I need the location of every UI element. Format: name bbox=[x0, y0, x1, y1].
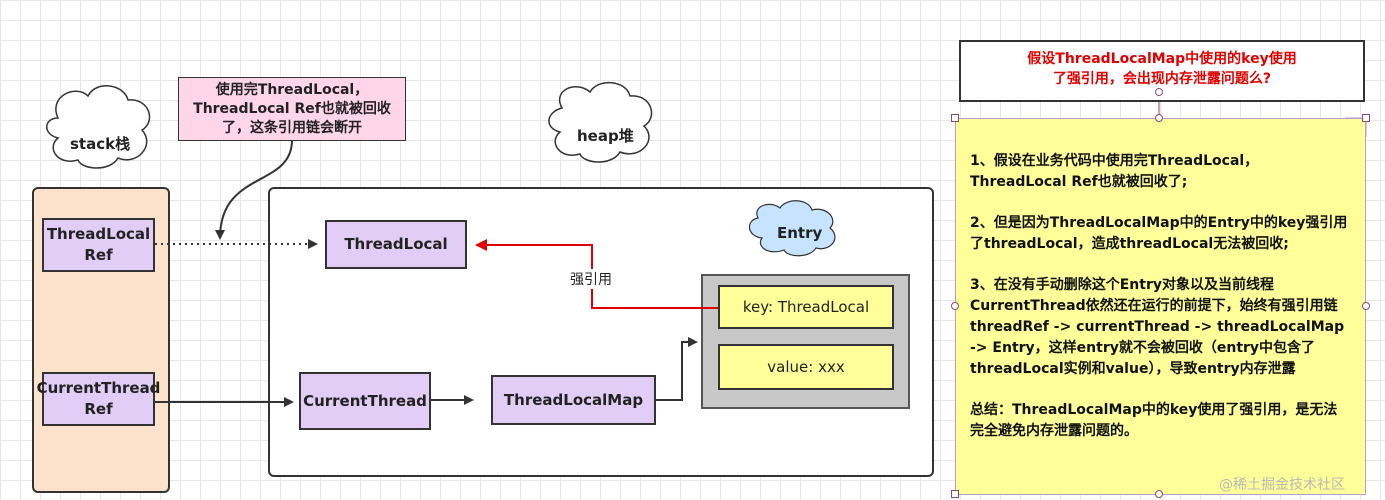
callout-arrow bbox=[215, 139, 293, 240]
note-handle-tl[interactable] bbox=[951, 114, 959, 122]
strong-ref-label: 强引用 bbox=[568, 269, 614, 289]
heap-cloud-shape bbox=[548, 82, 653, 163]
question-bottom-handle[interactable] bbox=[1155, 88, 1163, 96]
threadlocal-box[interactable]: ThreadLocal bbox=[325, 220, 467, 269]
currentthread-ref-box[interactable]: CurrentThread Ref bbox=[37, 372, 160, 426]
currentthread-box[interactable]: CurrentThread bbox=[299, 372, 431, 430]
gc-callout: 使用完ThreadLocal，ThreadLocal Ref也就被回收了，这条引… bbox=[178, 77, 406, 141]
note-point-1: 1、假设在业务代码中使用完ThreadLocal，ThreadLocal Ref… bbox=[970, 153, 1259, 190]
note-point-3: 3、在没有手动删除这个Entry对象以及当前线程CurrentThread依然还… bbox=[970, 277, 1345, 377]
threadlocalmap-box[interactable]: ThreadLocalMap bbox=[491, 375, 656, 425]
note-handle-bm[interactable] bbox=[1155, 490, 1163, 498]
note-handle-tr[interactable] bbox=[1362, 114, 1370, 122]
threadlocal-ref-box[interactable]: ThreadLocal Ref bbox=[42, 218, 155, 272]
note-point-2: 2、但是因为ThreadLocalMap中的Entry中的key强引用了thre… bbox=[970, 215, 1348, 252]
heap-cloud-label: heap堆 bbox=[577, 127, 634, 145]
note-handle-mr[interactable] bbox=[1362, 302, 1370, 310]
stack-cloud-label: stack栈 bbox=[70, 135, 131, 153]
entry-value-box[interactable]: value: xxx bbox=[718, 344, 894, 390]
watermark: @稀土掘金技术社区 bbox=[1219, 477, 1345, 493]
note-handle-tm[interactable] bbox=[1155, 114, 1163, 122]
entry-cloud-label: Entry bbox=[777, 224, 823, 242]
note-handle-ml[interactable] bbox=[951, 302, 959, 310]
entry-key-box[interactable]: key: ThreadLocal bbox=[718, 285, 894, 329]
stack-cloud-shape bbox=[46, 85, 151, 169]
entry-cloud-shape bbox=[748, 200, 836, 257]
explanation-note: 1、假设在业务代码中使用完ThreadLocal，ThreadLocal Ref… bbox=[955, 118, 1366, 495]
note-handle-bl[interactable] bbox=[951, 490, 959, 498]
map-to-entry-arrow bbox=[656, 337, 698, 401]
note-summary: 总结：ThreadLocalMap中的key使用了强引用，是无法完全避免内存泄露… bbox=[970, 402, 1338, 439]
